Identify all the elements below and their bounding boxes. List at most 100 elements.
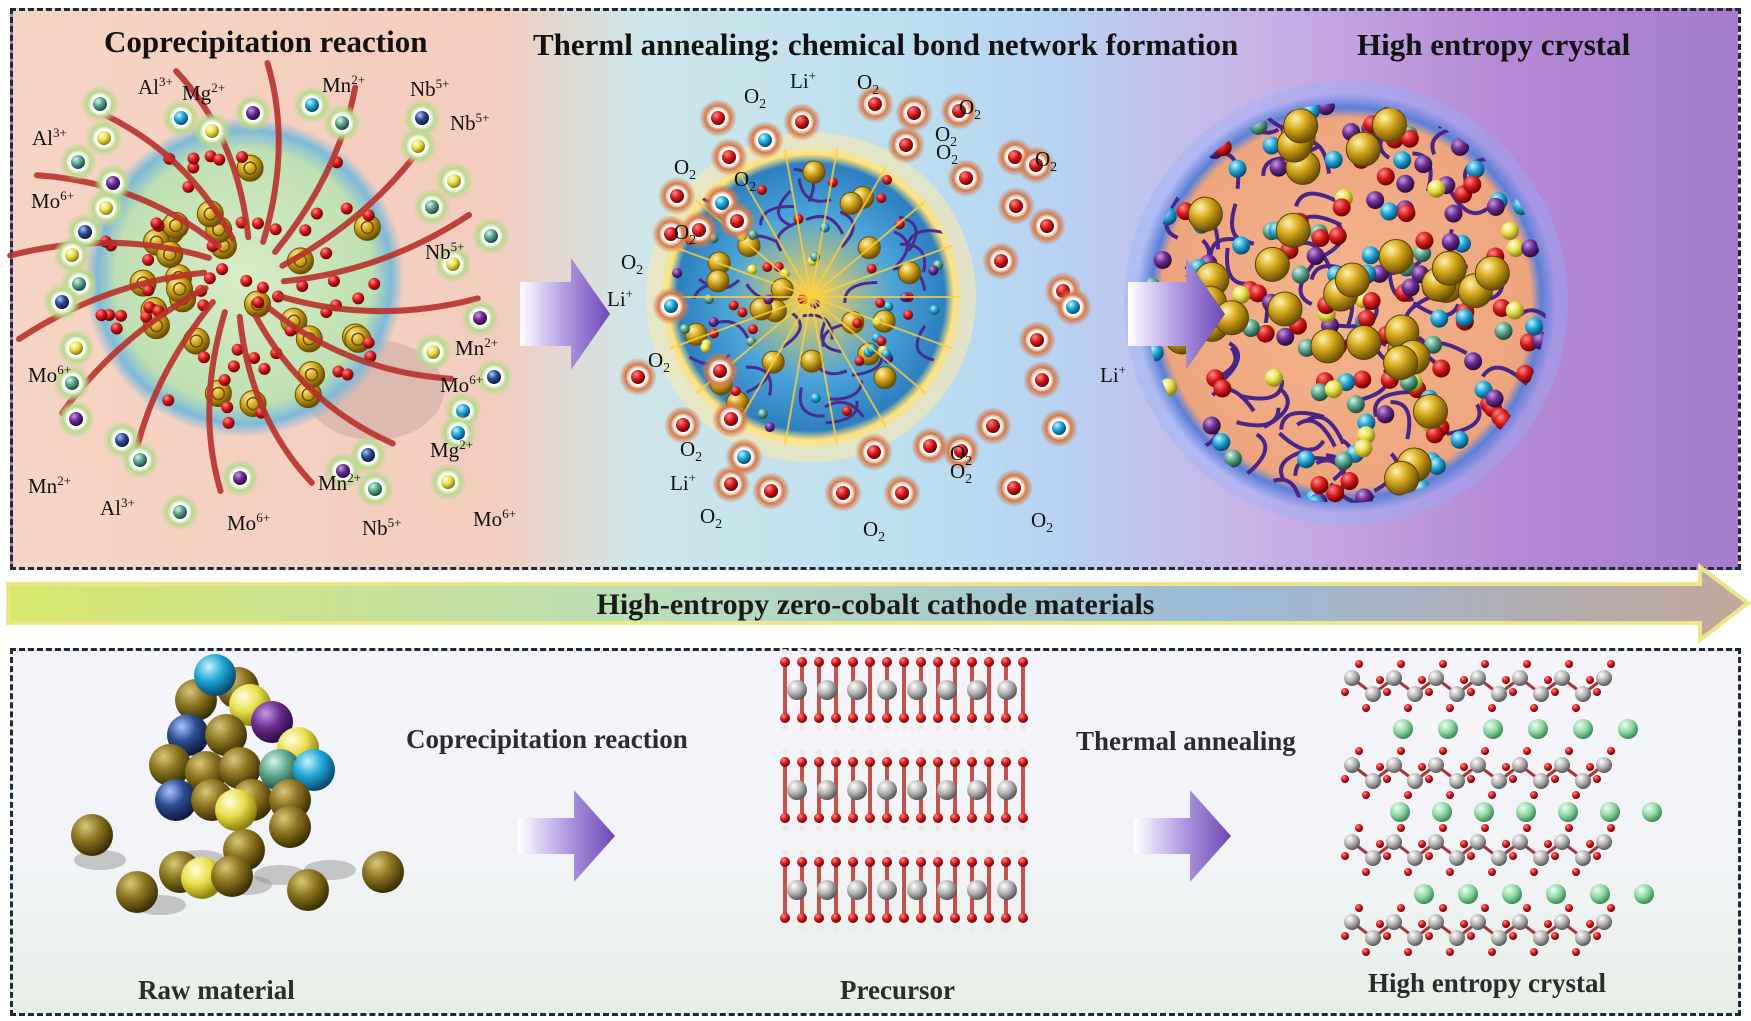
oxygen-atom: [1460, 676, 1468, 684]
oxygen-atom: [340, 202, 353, 215]
ion-dot: [411, 139, 425, 153]
lattice-atom: [1324, 380, 1343, 399]
gold-atom: [1275, 212, 1311, 248]
oxygen-atom: [341, 368, 354, 381]
lithium-atom: [1642, 802, 1662, 822]
oxygen-atom: [1018, 757, 1028, 767]
ion-dot: [415, 111, 429, 125]
hydrogen-atom: [901, 825, 907, 831]
diffusion-arrow: [92, 107, 236, 242]
heat-ray: [810, 166, 887, 298]
ion-element: Nb: [425, 240, 451, 264]
oxygen-atom: [1383, 932, 1391, 940]
ion-dot: [368, 482, 382, 496]
oxygen-atom: [1376, 920, 1384, 928]
hydrogen-atom: [918, 649, 924, 655]
lattice-atom: [1506, 239, 1525, 258]
oxygen-atom: [1523, 824, 1531, 832]
oxygen-atom: [831, 713, 841, 723]
oxygen-atom: [848, 813, 858, 823]
oxygen-atom: [352, 292, 365, 305]
oxygen-atom: [780, 657, 790, 667]
hydrogen-atom: [884, 849, 890, 855]
ion-charge: 6+: [502, 506, 517, 521]
oxygen-atom: [967, 713, 977, 723]
oxygen-atom: [899, 857, 909, 867]
hydrogen-atom: [816, 925, 822, 931]
oxygen-atom: [1460, 840, 1468, 848]
hydrogen-atom: [952, 649, 958, 655]
lithium-atom: [1458, 884, 1478, 904]
ion-element: O: [1031, 508, 1047, 532]
oxygen-atom: [1001, 713, 1011, 723]
metal-atom: [907, 680, 927, 700]
oxygen-atom: [162, 394, 175, 407]
metal-atom: [967, 680, 987, 700]
mixed-atom: [866, 263, 877, 274]
ion-element: O: [621, 250, 637, 274]
crystal-label: High entropy crystal: [1368, 968, 1606, 998]
ion-label: Li+: [607, 286, 633, 312]
oxygen-atom: [1544, 676, 1552, 684]
ion-label: O2: [1035, 147, 1057, 176]
lithium-atom: [1546, 884, 1566, 904]
metal-atom: [1596, 914, 1612, 930]
metal-atom: [1449, 850, 1465, 866]
oxygen-atom: [984, 757, 994, 767]
hydrogen-atom: [986, 749, 992, 755]
ion-element: O: [734, 167, 750, 191]
hydrogen-atom: [833, 649, 839, 655]
oxygen-atom: [814, 757, 824, 767]
oxygen-atom: [814, 857, 824, 867]
hydrogen-atom: [901, 649, 907, 655]
lattice-atom: [1353, 370, 1372, 389]
ion-element: O: [950, 459, 966, 483]
raw-atom: [71, 814, 113, 856]
lithium-atom: [1558, 802, 1578, 822]
hydrogen-atom: [969, 725, 975, 731]
ion-label: Nb5+: [450, 110, 490, 136]
ion-element: Mo: [227, 511, 257, 535]
oxygen-atom: [1018, 813, 1028, 823]
ion-dot: [907, 106, 921, 120]
oxygen-atom: [916, 657, 926, 667]
bond-chain: [824, 400, 865, 418]
oxygen-atom: [1460, 763, 1468, 771]
oxygen-atom: [831, 813, 841, 823]
metal-atom: [1554, 757, 1570, 773]
ion-subscript: 2: [689, 168, 697, 184]
mixed-atom: [876, 336, 887, 347]
bond-chain: [805, 215, 844, 235]
oxygen-atom: [814, 913, 824, 923]
lattice-atom: [1361, 246, 1380, 265]
oxygen-atom: [1404, 868, 1412, 876]
oxygen-atom: [1362, 704, 1370, 712]
ion-dot: [335, 116, 349, 130]
lattice-atom: [1401, 278, 1420, 297]
ion-dot: [1009, 199, 1023, 213]
oxygen-atom: [984, 857, 994, 867]
ion-subscript: 2: [1050, 160, 1058, 176]
lattice-atom: [1212, 433, 1231, 452]
oxygen-atom: [1481, 747, 1489, 755]
raw-atom: [219, 747, 261, 789]
oxygen-atom: [1383, 852, 1391, 860]
ion-dot: [986, 419, 1000, 433]
hydrogen-atom: [1003, 749, 1009, 755]
oxygen-atom: [1509, 775, 1517, 783]
raw-atom: [149, 744, 191, 786]
ion-dot: [65, 376, 79, 390]
ion-dot: [959, 171, 973, 185]
heat-ray: [810, 296, 953, 350]
hydrogen-atom: [799, 925, 805, 931]
stage2-title: Therml annealing: chemical bond network …: [533, 27, 1239, 62]
oxygen-atom: [218, 374, 231, 387]
lattice-atom: [1310, 383, 1329, 402]
hydrogen-atom: [884, 649, 890, 655]
ion-element: Mo: [473, 507, 503, 531]
lithium-atom: [1618, 719, 1638, 739]
oxygen-atom: [848, 857, 858, 867]
hydrogen-atom: [799, 725, 805, 731]
hydrogen-atom: [867, 925, 873, 931]
gold-atom: [802, 160, 826, 184]
